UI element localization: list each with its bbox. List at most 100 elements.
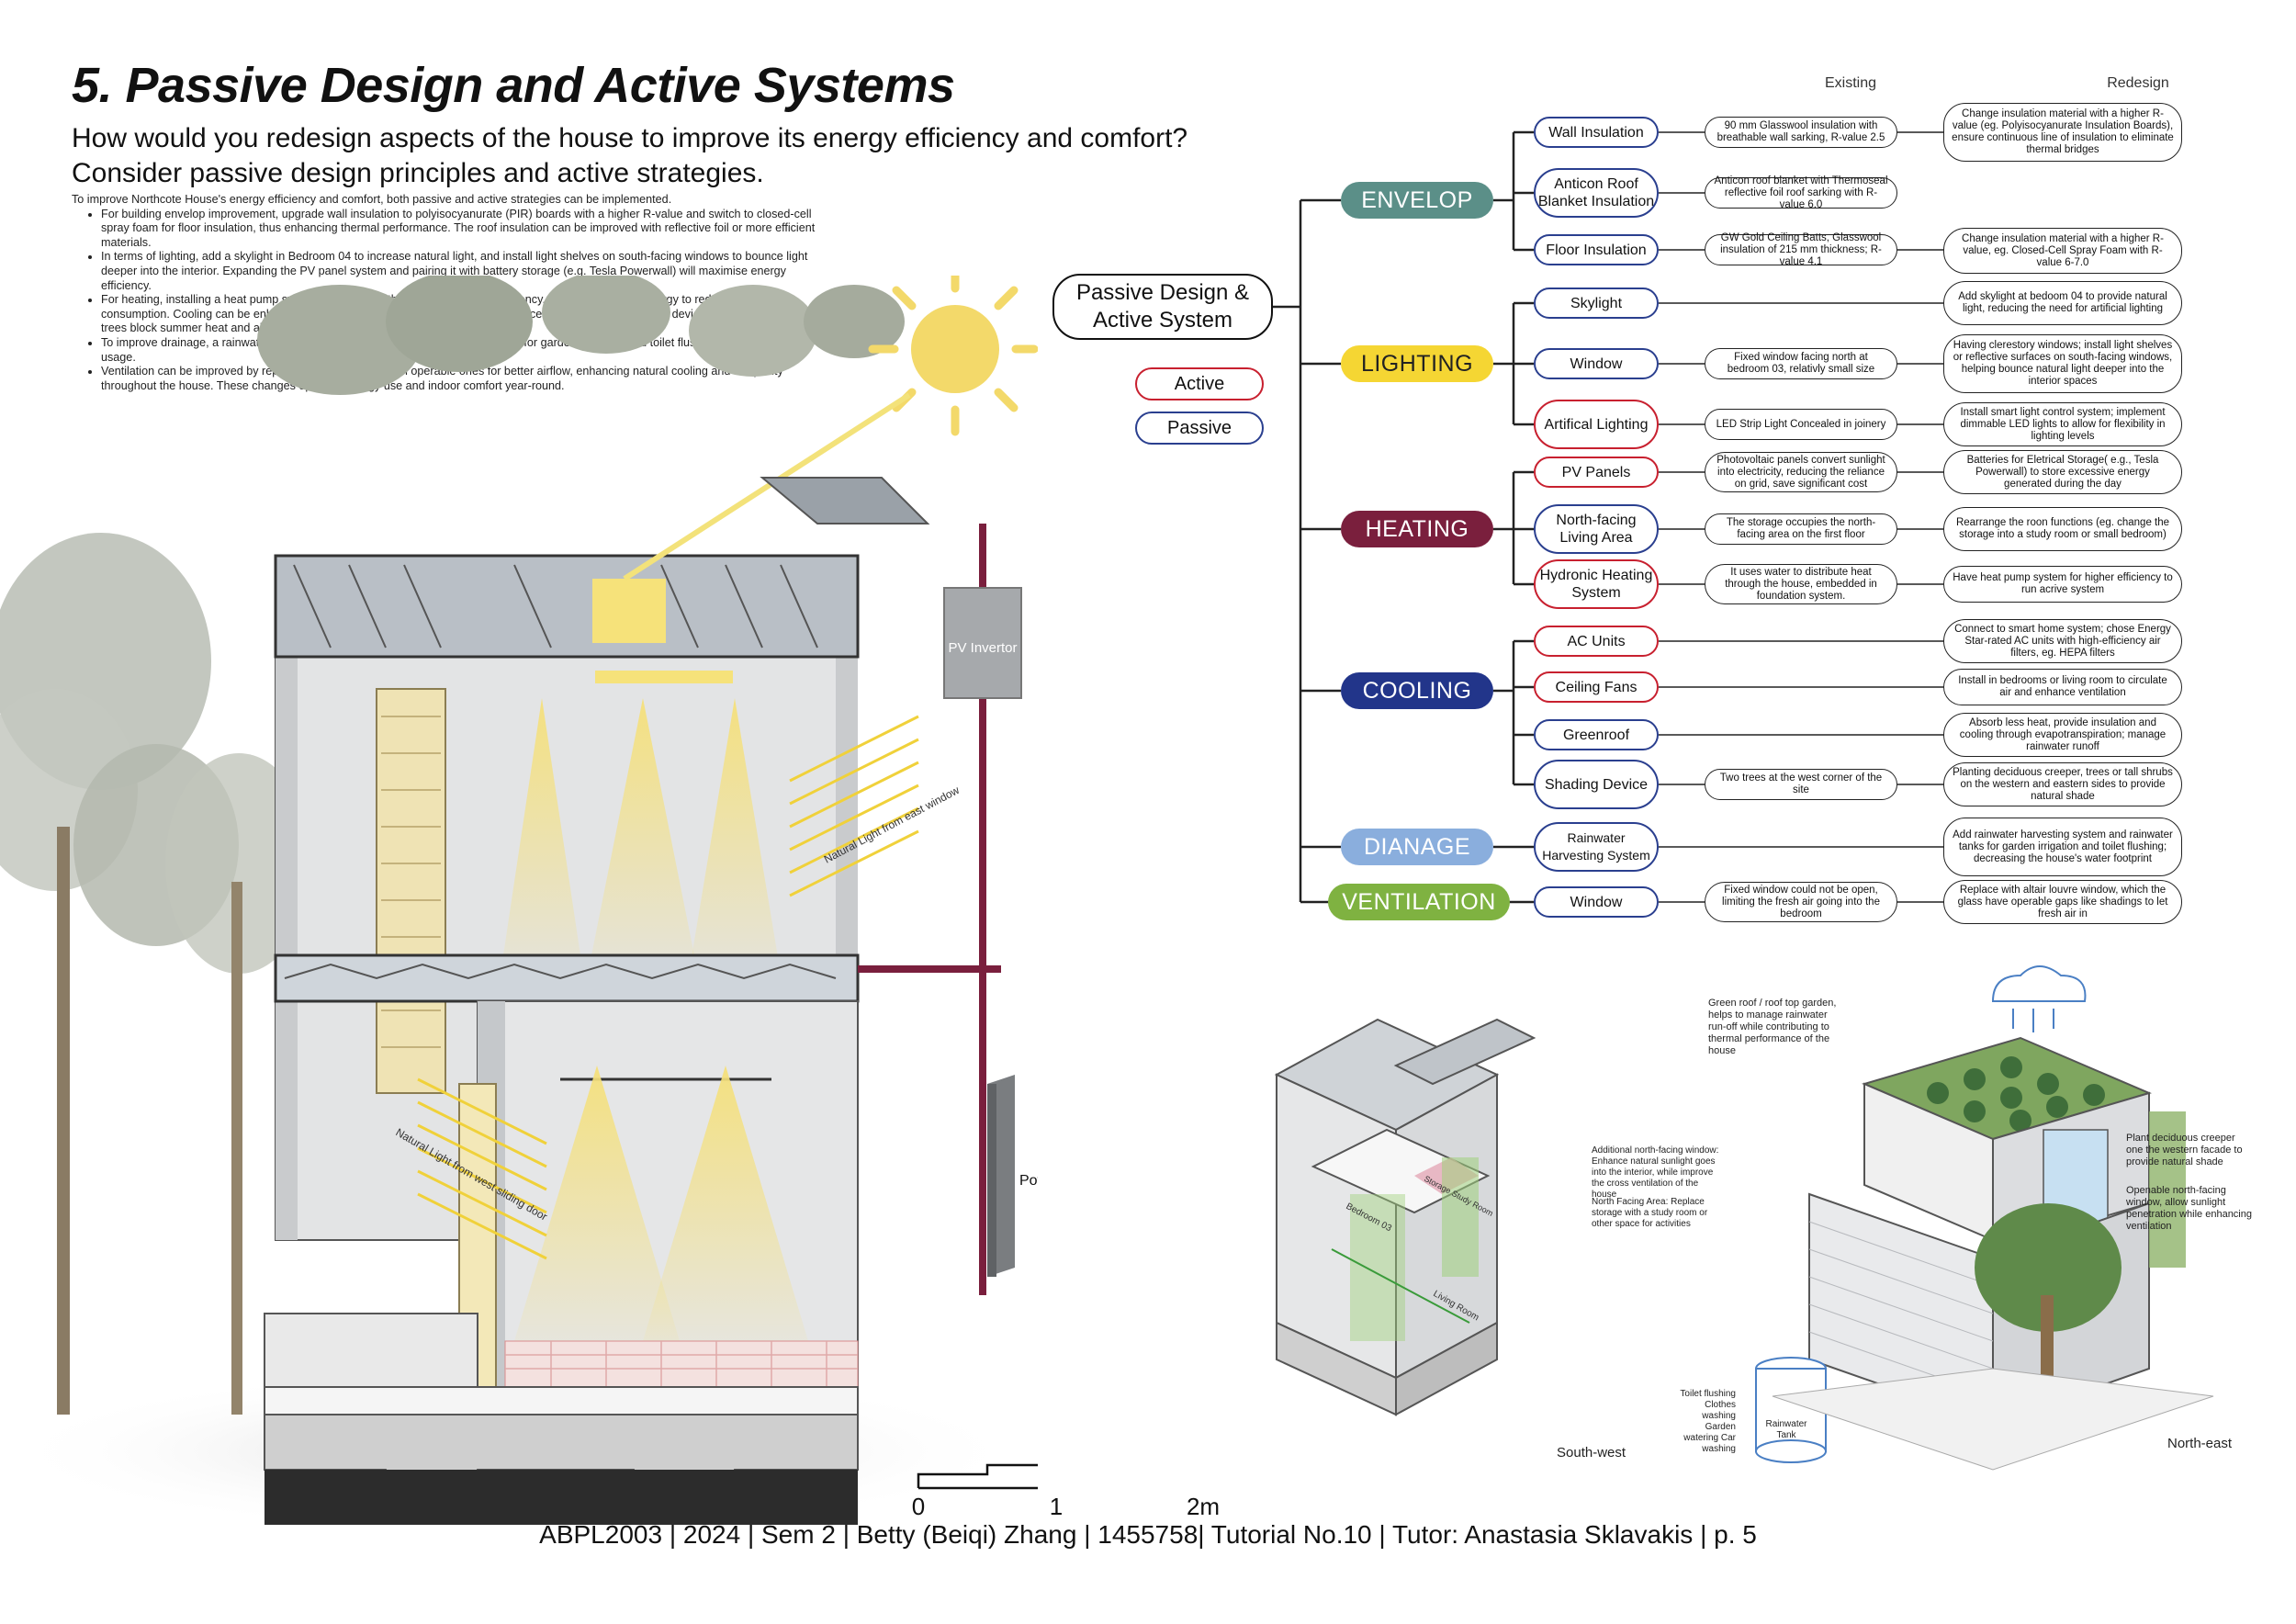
category-cooling: COOLING — [1341, 672, 1493, 709]
scale-label-1: 1 — [1049, 1493, 1064, 1520]
item-roof-insulation: Anticon Roof Blanket Insulation — [1534, 168, 1659, 218]
bullet: In terms of lighting, add a skylight in … — [101, 250, 816, 293]
east-light-rays — [789, 715, 919, 897]
mid-slab-truss — [284, 963, 837, 980]
item-pv-panels: PV Panels — [1534, 457, 1659, 488]
roof — [274, 554, 860, 659]
southwest-label: South-west — [1557, 1445, 1626, 1460]
column-existing: Existing — [1824, 75, 1877, 91]
hydronic-floor — [504, 1340, 859, 1390]
legend-active: Active — [1135, 367, 1264, 400]
column-redesign: Redesign — [2107, 75, 2169, 91]
lower-light-beams — [514, 1066, 808, 1341]
page-title: 5. Passive Design and Active Systems — [72, 58, 955, 113]
redesign-artificial-lighting: Install smart light control system; impl… — [1943, 402, 2182, 446]
item-wall-insulation: Wall Insulation — [1534, 117, 1659, 148]
existing-shading-device: Two trees at the west corner of the site — [1705, 769, 1897, 800]
existing-pv-panels: Photovoltaic panels convert sunlight int… — [1705, 452, 1897, 492]
sun-icon — [623, 276, 1038, 581]
ne-note-window: Openable north-facing window, allow sunl… — [2126, 1185, 2252, 1232]
legend-passive: Passive — [1135, 412, 1264, 445]
existing-artificial-lighting: LED Strip Light Concealed in joinery — [1705, 409, 1897, 440]
bullet: For building envelop improvement, upgrad… — [101, 208, 816, 251]
existing-hydronic-heating: It uses water to distribute heat through… — [1705, 564, 1897, 604]
southwest-axo: Living Room Bedroom 03 Storage Study Roo… — [1274, 1018, 1536, 1416]
ne-note-green-roof: Green roof / roof top garden, helps to m… — [1708, 998, 1837, 1056]
redesign-shading-device: Planting deciduous creeper, trees or tal… — [1943, 762, 2182, 806]
item-lighting-window: Window — [1534, 348, 1659, 379]
redesign-skylight: Add skylight at bedoom 04 to provide nat… — [1943, 281, 2182, 325]
redesign-ac-units: Connect to smart home system; chose Ener… — [1943, 619, 2182, 663]
mid-slab — [274, 953, 860, 1003]
scale-bar — [917, 1463, 1038, 1490]
tree-left-1 — [0, 533, 239, 1415]
redesign-hydronic-heating: Have heat pump system for higher efficie… — [1943, 566, 2182, 603]
slab-edge — [264, 1386, 859, 1415]
category-envelop: ENVELOP — [1341, 182, 1493, 219]
redesign-rainwater-harvesting: Add rainwater harvesting system and rain… — [1943, 818, 2182, 876]
cloud-icon — [1991, 965, 2087, 1032]
redesign-floor-insulation: Change insulation material with a higher… — [1943, 228, 2182, 274]
wardrobe — [376, 688, 446, 1094]
northeast-label: North-east — [2167, 1436, 2233, 1451]
item-ventilation-window: Window — [1534, 886, 1659, 918]
powerwall-label: Powerwall — [1019, 1173, 1038, 1189]
existing-wall-insulation: 90 mm Glasswool insulation with breathab… — [1705, 117, 1897, 148]
page-question: How would you redesign aspects of the ho… — [72, 123, 1188, 188]
light-fixture — [595, 671, 733, 683]
existing-lighting-window: Fixed window facing north at bedroom 03,… — [1705, 348, 1897, 379]
sw-note-north: North Facing Area: Replace storage with … — [1592, 1197, 1708, 1229]
category-heating: HEATING — [1341, 511, 1493, 547]
existing-north-facing-living: The storage occupies the north-facing ar… — [1705, 513, 1897, 545]
item-ac-units: AC Units — [1534, 626, 1659, 657]
item-north-facing-living: North-facing Living Area — [1534, 504, 1659, 554]
ne-note-creeper: Plant deciduous creeper one the western … — [2126, 1133, 2243, 1167]
west-light-rays — [417, 1077, 547, 1260]
pv-wiring — [858, 524, 1001, 1295]
section-drawing: PV Invertor Powerwall Natural Light from… — [0, 276, 1038, 1525]
roof-trees — [257, 276, 905, 395]
mindmap-root: Passive Design & Active System — [1052, 274, 1273, 340]
intro-lead: To improve Northcote House's energy effi… — [72, 193, 672, 206]
northeast-axo — [1755, 965, 2214, 1471]
existing-floor-insulation: GW Gold Ceiling Batts, Glasswool insulat… — [1705, 232, 1897, 267]
item-hydronic-heating: Hydronic Heating System — [1534, 559, 1659, 609]
redesign-wall-insulation: Change insulation material with a higher… — [1943, 103, 2182, 162]
category-ventilation: VENTILATION — [1328, 884, 1510, 920]
redesign-ventilation-window: Replace with altair louvre window, which… — [1943, 880, 2182, 924]
item-floor-insulation: Floor Insulation — [1534, 234, 1659, 265]
ne-tank-label: Rainwater Tank — [1765, 1419, 1807, 1440]
existing-roof-insulation: Anticon roof blanket with Thermoseal ref… — [1705, 175, 1897, 210]
pv-invertor-label: PV Invertor — [948, 640, 1017, 656]
upper-light-beams — [501, 698, 781, 974]
item-rainwater-harvesting: Rainwater Harvesting System — [1534, 822, 1659, 872]
item-skylight: Skylight — [1534, 288, 1659, 319]
page-footer: ABPL2003 | 2024 | Sem 2 | Betty (Beiqi) … — [539, 1520, 1757, 1549]
sw-note-window: Additional north-facing window: Enhance … — [1592, 1145, 1719, 1200]
redesign-lighting-window: Having clerestory windows; install light… — [1943, 334, 2182, 393]
item-ceiling-fans: Ceiling Fans — [1534, 671, 1659, 703]
pv-invertor-box — [943, 587, 1022, 699]
deck — [264, 1313, 478, 1388]
redesign-pv-panels: Batteries for Eletrical Storage( e.g., T… — [1943, 450, 2182, 494]
item-artificial-lighting: Artifical Lighting — [1534, 400, 1659, 449]
redesign-greenroof: Absorb less heat, provide insulation and… — [1943, 713, 2182, 757]
mindmap-connectors — [1273, 130, 1943, 904]
scale-label-2: 2m — [1186, 1493, 1221, 1520]
pv-panel-icon — [760, 477, 930, 524]
skylight — [592, 579, 666, 643]
item-greenroof: Greenroof — [1534, 719, 1659, 750]
scale-label-0: 0 — [911, 1493, 926, 1520]
item-shading-device: Shading Device — [1534, 760, 1659, 809]
category-lighting: LIGHTING — [1341, 345, 1493, 382]
ne-tank-uses: Toilet flushing Clothes washing Garden w… — [1680, 1389, 1736, 1454]
existing-ventilation-window: Fixed window could not be open, limiting… — [1705, 882, 1897, 922]
west-wall — [276, 560, 298, 1240]
roof-rafters — [293, 564, 818, 648]
redesign-north-facing-living: Rearrange the roon functions (eg. change… — [1943, 507, 2182, 551]
earth — [264, 1470, 858, 1525]
category-dianage: DIANAGE — [1341, 829, 1493, 865]
hydronic-grid — [505, 1341, 858, 1389]
redesign-ceiling-fans: Install in bedrooms or living room to ci… — [1943, 669, 2182, 705]
wardrobe-slats — [381, 716, 441, 1048]
